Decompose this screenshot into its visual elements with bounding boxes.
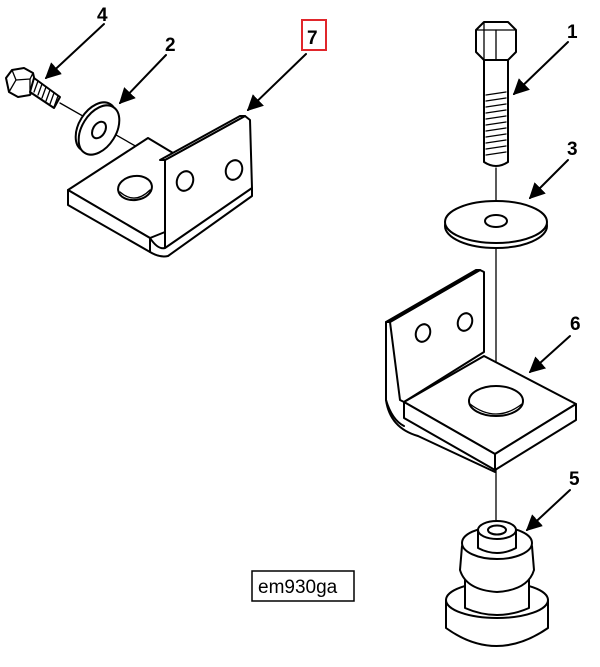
angle-bracket-part-7	[67, 115, 253, 258]
callout-6: 6	[528, 314, 581, 374]
svg-text:em930ga: em930ga	[258, 577, 338, 598]
callout-3: 3	[528, 139, 578, 200]
svg-text:7: 7	[307, 28, 318, 49]
svg-text:5: 5	[569, 469, 580, 490]
callout-2: 2	[118, 35, 176, 105]
angle-bracket-part-6	[385, 269, 577, 473]
callout-5: 5	[525, 469, 580, 532]
figure-code-label: em930ga	[251, 570, 355, 602]
washer-part-3	[444, 200, 548, 249]
callout-1: 1	[512, 22, 578, 96]
svg-text:3: 3	[567, 139, 578, 160]
bumper-part-5	[445, 520, 549, 647]
bolt-small-part-4	[5, 67, 61, 109]
callout-4: 4	[44, 5, 108, 80]
svg-text:2: 2	[165, 35, 176, 56]
callout-7-highlight-box	[301, 19, 327, 51]
svg-text:4: 4	[97, 5, 108, 26]
svg-text:6: 6	[570, 314, 581, 335]
callout-7: 7	[246, 19, 327, 112]
washer-part-2	[74, 101, 121, 156]
hex-bolt-part-1	[475, 21, 517, 167]
svg-text:1: 1	[567, 22, 578, 43]
